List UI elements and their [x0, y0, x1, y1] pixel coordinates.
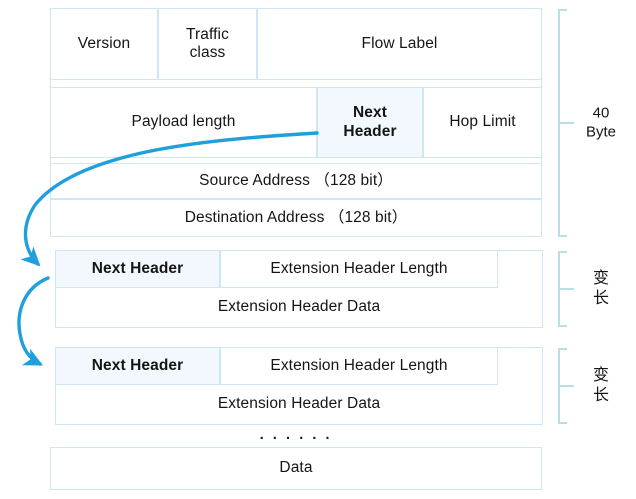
bracket-variable-2: 变 长 [552, 348, 632, 424]
ext1-header-length: Extension Header Length [220, 250, 498, 288]
ext2-header-data: Extension Header Data [55, 385, 543, 425]
field-hop-limit: Hop Limit [423, 87, 542, 158]
ext2-header-length: Extension Header Length [220, 347, 498, 385]
field-flow-label: Flow Label [257, 8, 542, 80]
ellipsis-separator: · · · · · · [259, 429, 333, 447]
bracket-tick [558, 122, 574, 124]
bracket-cap-top [558, 9, 567, 11]
bracket-tick [558, 288, 574, 290]
field-payload-length: Payload length [50, 87, 317, 158]
arrow-ext1-to-ext2 [17, 276, 50, 366]
bracket-cap-bottom [558, 325, 567, 327]
field-destination-address: Destination Address （128 bit） [50, 199, 542, 237]
ext1-header-data: Extension Header Data [55, 288, 543, 328]
field-source-address: Source Address （128 bit） [50, 163, 542, 199]
bracket-variable-1: 变 长 [552, 251, 632, 327]
ext2-next-header: Next Header [55, 347, 220, 385]
bracket-label-variable-1: 变 长 [592, 270, 609, 307]
bracket-cap-top [558, 251, 567, 253]
bracket-40-byte: 40 Byte [552, 9, 632, 237]
bracket-tick [558, 385, 574, 387]
bracket-label-variable-2: 变 长 [592, 367, 609, 404]
field-version: Version [50, 8, 158, 80]
bracket-cap-bottom [558, 422, 567, 424]
field-data: Data [50, 447, 542, 490]
bracket-label-40-byte: 40 Byte [585, 104, 616, 140]
field-traffic-class: Traffic class [158, 8, 257, 80]
ext1-next-header: Next Header [55, 250, 220, 288]
bracket-cap-bottom [558, 235, 567, 237]
field-next-header: Next Header [317, 87, 423, 158]
bracket-cap-top [558, 348, 567, 350]
